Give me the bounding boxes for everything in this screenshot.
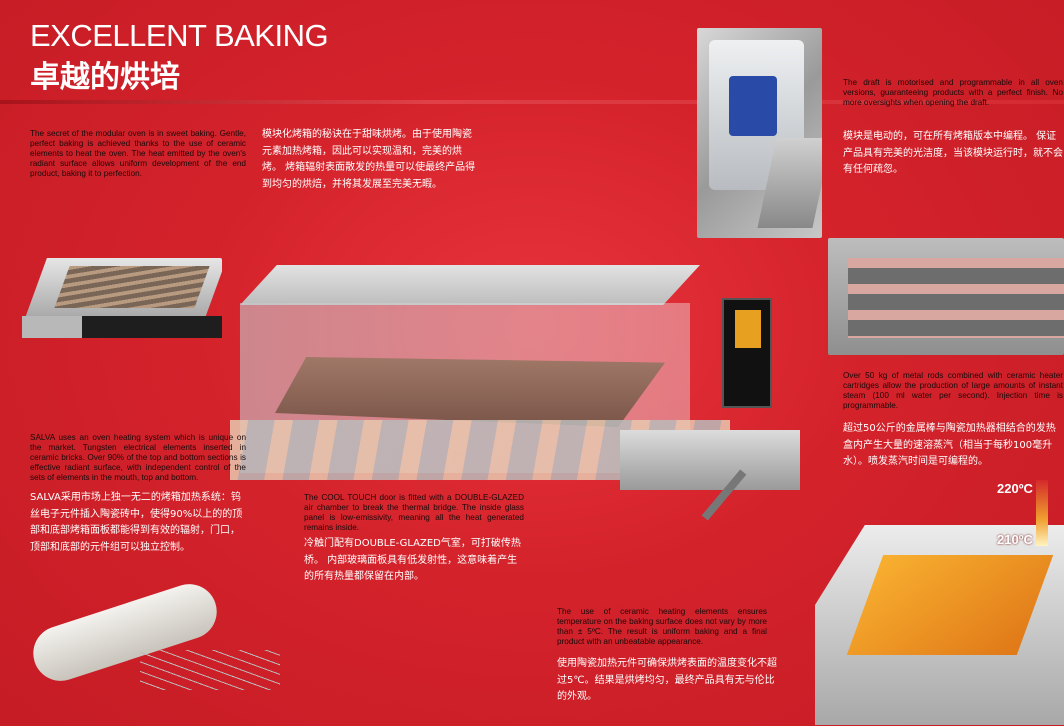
steam-text-en: Over 50 kg of metal rods combined with c… <box>843 371 1063 410</box>
intro-text-en: The secret of the modular oven is in swe… <box>30 129 246 178</box>
page-title-zh: 卓越的烘培 <box>30 60 180 95</box>
temperature-gradient-bar <box>1036 480 1048 546</box>
page-title-en: EXCELLENT BAKING <box>30 18 329 53</box>
draft-motor-photo <box>697 28 822 238</box>
temp-high-label: 220ºC <box>997 481 1033 496</box>
intro-text-zh: 模块化烤箱的秘诀在于甜味烘烤。由于使用陶瓷元素加热烤箱，因此可以实现温和，完美的… <box>262 129 476 190</box>
temp-low-label: 210ºC <box>997 532 1033 547</box>
title-divider <box>0 100 1064 104</box>
heating-text-zh: SALVA采用市场上独一无二的烤箱加热系统：钨丝电子元件插入陶瓷砖中，使得90%… <box>30 492 243 553</box>
ceramic-element-photo <box>20 576 280 702</box>
door-text-en: The COOL TOUCH door is fitted with a DOU… <box>304 493 524 532</box>
heated-baking-surface-photo <box>795 515 1064 726</box>
steam-text-zh: 超过50公斤的金属棒与陶瓷加热器相结合的发热盒内产生大量的速溶蒸汽（相当于每秒1… <box>843 423 1056 467</box>
door-text-zh: 冷触门配有DOUBLE-GLAZED气室，可打破传热桥。 内部玻璃面板具有低发射… <box>304 538 521 582</box>
heating-text-en: SALVA uses an oven heating system which … <box>30 433 246 482</box>
ceramic-text-zh: 使用陶瓷加热元件可确保烘烤表面的温度变化不超过5℃。结果是烘烤均匀，最终产品具有… <box>557 658 777 702</box>
ceramic-text-en: The use of ceramic heating elements ensu… <box>557 607 767 646</box>
modular-oven-photo <box>22 258 222 340</box>
draft-text-zh: 模块是电动的，可在所有烤箱版本中编程。 保证产品具有完美的光洁度，当该模块运行时… <box>843 131 1063 175</box>
oven-cutaway-illustration <box>230 265 800 525</box>
steam-rods-photo <box>828 238 1064 355</box>
draft-text-en: The draft is motorised and programmable … <box>843 78 1063 107</box>
